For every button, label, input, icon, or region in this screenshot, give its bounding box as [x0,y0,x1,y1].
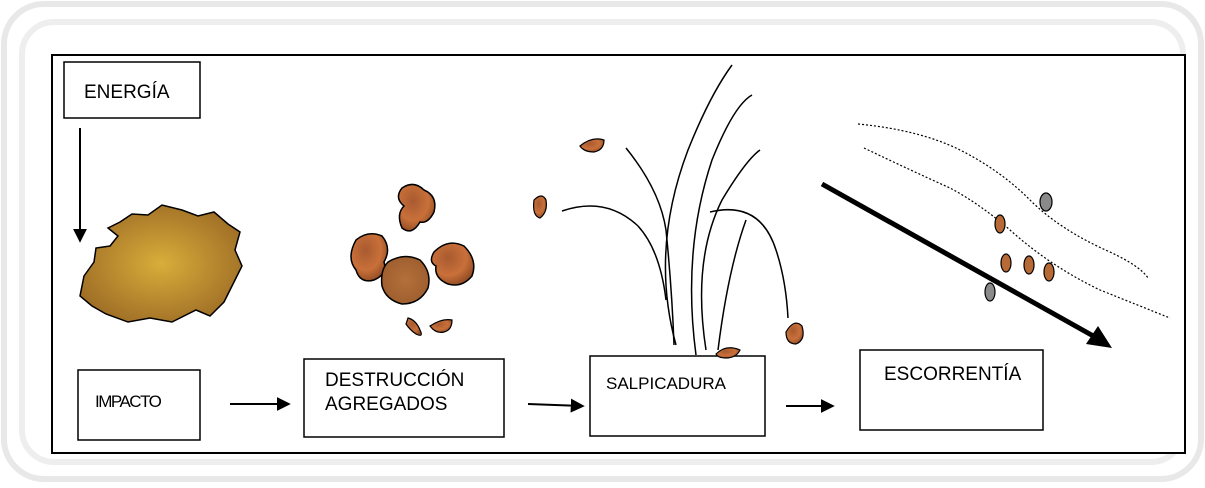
runoff-particle-4 [1043,262,1055,282]
splash-particle-1 [579,138,605,153]
energy-box [63,61,201,119]
destruction-label-line2: AGREGADOS [325,394,448,415]
runoff-particle-3 [1023,255,1035,275]
aggregate-fragment-1 [397,183,436,232]
splash-particle-4 [715,347,741,359]
energy-label: ENERGÍA [84,82,170,103]
splash-trajectory-3 [700,149,761,351]
splash-box [589,355,766,437]
runoff-label: ESCORRENTÍA [884,364,1022,385]
runoff-surface-line-2 [863,147,1171,319]
splash-particle-2 [533,195,547,219]
aggregate-fragment-3 [430,242,475,286]
splash-trajectory-6 [561,205,667,301]
destruction-label-line1: DESTRUCCIÓN [325,370,465,391]
grey-particle-1 [1039,192,1053,212]
runoff-surface-line-1 [857,123,1149,279]
aggregate-fragment-4 [380,255,430,305]
destruction-box [303,358,505,438]
impact-box [77,369,201,441]
runoff-slope-arrow [820,181,1106,345]
runoff-particle-2 [1000,253,1012,273]
runoff-particle-1 [994,214,1006,234]
small-fragment-1 [405,317,422,336]
grey-particle-2 [984,282,996,302]
runoff-arrowhead [1086,326,1112,348]
splash-trajectory-5 [625,147,675,346]
splash-label: SALPICADURA [606,374,726,393]
small-fragment-2 [429,319,453,333]
splash-particle-3 [785,322,804,345]
splash-trajectory-2 [690,94,753,356]
splash-trajectory-7 [709,208,789,319]
soil-clod [79,204,243,323]
impact-label: IMPACTO [95,392,162,411]
splash-trajectory-1 [664,64,733,346]
runoff-box [859,349,1044,431]
arrow-destruction-to-splash [527,398,585,413]
splash-trajectory-4 [717,219,747,351]
